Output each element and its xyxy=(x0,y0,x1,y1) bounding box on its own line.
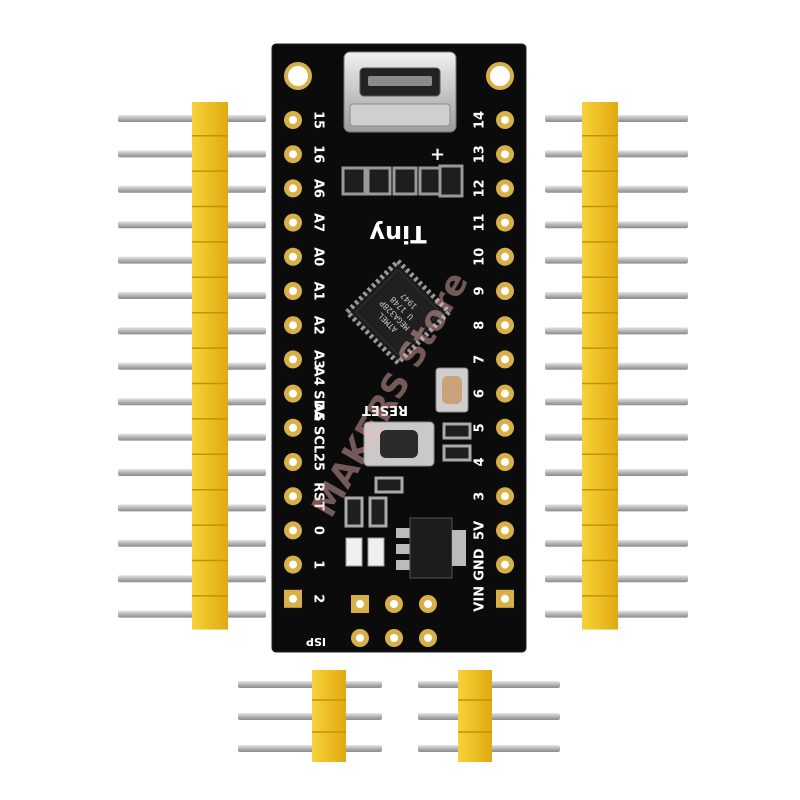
pin-label-right: 7 xyxy=(473,355,488,364)
pad-hole xyxy=(289,184,297,193)
isp-pad-hole xyxy=(356,634,364,642)
pad-hole xyxy=(501,287,509,295)
pin-label-right: 12 xyxy=(473,179,488,197)
crystal-oscillator xyxy=(435,367,469,413)
pin-label-right: GND xyxy=(473,548,488,581)
pad-hole xyxy=(501,458,509,466)
pad-hole xyxy=(289,150,297,159)
isp-pads xyxy=(351,595,437,647)
microcontroller-chip xyxy=(343,257,453,367)
micro-usb-connector xyxy=(343,51,457,133)
pad-hole xyxy=(289,458,297,466)
pin-label-left: A7 xyxy=(311,213,326,232)
pin-label-right: 10 xyxy=(473,248,488,266)
pin-label-right: 6 xyxy=(473,389,488,398)
pin-label-left: 25 xyxy=(311,453,326,471)
pin-label-right: 14 xyxy=(473,111,488,129)
header-pin xyxy=(238,713,382,720)
top-smd-components xyxy=(341,164,464,198)
capacitors-right xyxy=(442,422,472,462)
pin-label-right: 5 xyxy=(473,423,488,432)
reset-label: RESET xyxy=(362,402,408,417)
pin-label-left: A6 xyxy=(311,179,326,198)
pad-hole xyxy=(501,492,509,501)
pad-hole xyxy=(289,594,297,603)
voltage-regulator xyxy=(396,517,466,579)
left-pin-header xyxy=(118,102,266,630)
isp-label: ISP xyxy=(306,635,326,648)
pin-label-left: A2 xyxy=(311,316,326,335)
pad-hole xyxy=(501,355,509,364)
pad-hole xyxy=(501,321,509,330)
pad-hole xyxy=(289,116,297,124)
reset-button[interactable] xyxy=(363,421,435,467)
bottom-left-pin-header xyxy=(238,670,382,762)
mounting-hole-right xyxy=(486,62,514,90)
pin-label-left: 16 xyxy=(311,145,326,163)
pad-hole xyxy=(289,218,297,227)
pad-hole xyxy=(289,252,297,261)
pin-label-right: 11 xyxy=(473,214,488,232)
pin-label-left: A3 xyxy=(311,350,326,369)
pin-label-left: 1 xyxy=(311,560,326,569)
pin-label-right: 5V xyxy=(473,521,488,540)
pad-hole xyxy=(289,287,297,295)
header-pin xyxy=(238,681,382,688)
pad-hole xyxy=(289,560,297,569)
pin-label-right: 9 xyxy=(473,286,488,295)
isp-pad-hole xyxy=(390,634,398,642)
bottom-right-pin-header xyxy=(418,670,560,762)
pad-hole xyxy=(501,560,509,569)
right-pin-header xyxy=(545,102,688,630)
mounting-hole-left xyxy=(284,62,312,90)
pad-hole xyxy=(501,184,509,193)
header-plastic xyxy=(458,670,492,762)
isp-pad-hole xyxy=(424,634,432,642)
pad-hole xyxy=(501,218,509,227)
header-plastic xyxy=(312,670,346,762)
status-leds xyxy=(345,537,385,567)
pin-label-left: RST xyxy=(311,482,326,510)
pad-hole xyxy=(501,116,509,124)
pin-label-left: A4 SDA xyxy=(311,367,326,421)
pad-hole xyxy=(501,389,509,398)
pad-hole xyxy=(289,526,297,535)
pad-hole xyxy=(289,389,297,398)
pin-label-left: 15 xyxy=(311,111,326,129)
pin-label-right: 3 xyxy=(473,492,488,501)
pin-label-left: A5 SCL xyxy=(311,402,326,453)
header-pin xyxy=(238,745,382,752)
pad-hole xyxy=(501,526,509,535)
pin-label-right: 8 xyxy=(473,321,488,330)
pin-label-right: VIN xyxy=(473,586,488,612)
pad-hole xyxy=(289,492,297,501)
plus-label: + xyxy=(430,144,445,165)
pin-label-right: 13 xyxy=(473,145,488,163)
pad-hole xyxy=(501,252,509,261)
pad-hole xyxy=(501,594,509,603)
pin-label-left: A0 xyxy=(311,247,326,266)
isp-pad-hole xyxy=(356,600,364,608)
pin-label-left: 0 xyxy=(311,526,326,535)
board-name-label: Tiny xyxy=(369,220,427,248)
header-plastic xyxy=(582,102,618,630)
pad-hole xyxy=(289,355,297,364)
pad-hole xyxy=(501,150,509,159)
header-plastic xyxy=(192,102,228,630)
isp-pad-hole xyxy=(424,600,432,608)
pad-hole xyxy=(289,321,297,330)
isp-pad-hole xyxy=(390,600,398,608)
pcb-board: + Tiny ATMEL MEGA328P U 1748 1947 RESET xyxy=(271,43,527,653)
pad-hole xyxy=(501,423,509,432)
pad-hole xyxy=(289,423,297,432)
pin-label-left: 2 xyxy=(311,594,326,603)
pin-label-left: A1 xyxy=(311,281,326,300)
middle-resistors xyxy=(344,476,404,528)
pin-pads xyxy=(284,111,514,608)
pin-label-right: 4 xyxy=(473,457,488,466)
